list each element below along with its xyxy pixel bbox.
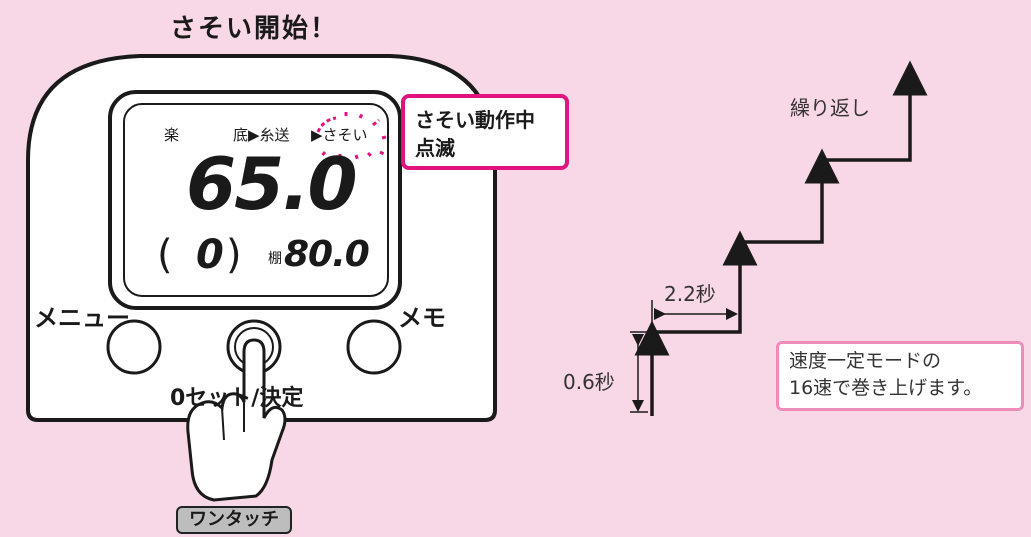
- repeat-label: 繰り返し: [790, 96, 870, 120]
- tana-value: 80.0: [284, 234, 370, 275]
- onetouch-badge: ワンタッチ: [176, 506, 292, 534]
- speed-note: 速度一定モードの 16速で巻き上げます。: [776, 341, 1024, 411]
- page-title: さそい開始！: [170, 14, 339, 44]
- lcd-screen: [123, 103, 389, 297]
- step-2: [652, 230, 758, 334]
- note-line1: 速度一定モードの: [789, 350, 942, 372]
- paren-close: ): [226, 232, 242, 278]
- mode-raku: 楽: [164, 126, 180, 144]
- callout-line1: さそい動作中: [415, 108, 535, 132]
- tana-label: 棚: [268, 251, 282, 267]
- interval-label: 2.2秒: [664, 282, 716, 306]
- paren-open: (: [157, 232, 173, 278]
- callout-line2: 点滅: [415, 136, 455, 160]
- main-value: 65.0: [186, 142, 358, 226]
- mode-soko: 底▶糸送: [233, 126, 290, 144]
- staircase-diagram: [630, 60, 928, 416]
- note-line2: 16速で巻き上げます。: [789, 377, 983, 399]
- blink-callout: さそい動作中 点滅: [401, 94, 569, 170]
- blink-marks: [316, 110, 390, 162]
- menu-label: メニュー: [34, 304, 130, 332]
- memo-label: メモ: [398, 304, 446, 332]
- memo-button[interactable]: [346, 319, 402, 375]
- step-3: [740, 148, 840, 244]
- step-4: [822, 60, 928, 162]
- set-label: 0セット/決定: [170, 386, 304, 411]
- mode-sasoi: ▶さそい: [311, 126, 368, 144]
- duration-label: 0.6秒: [563, 370, 615, 394]
- sub-value: 0: [196, 232, 224, 278]
- menu-button[interactable]: [106, 319, 162, 375]
- finger-hand-icon: [186, 338, 287, 502]
